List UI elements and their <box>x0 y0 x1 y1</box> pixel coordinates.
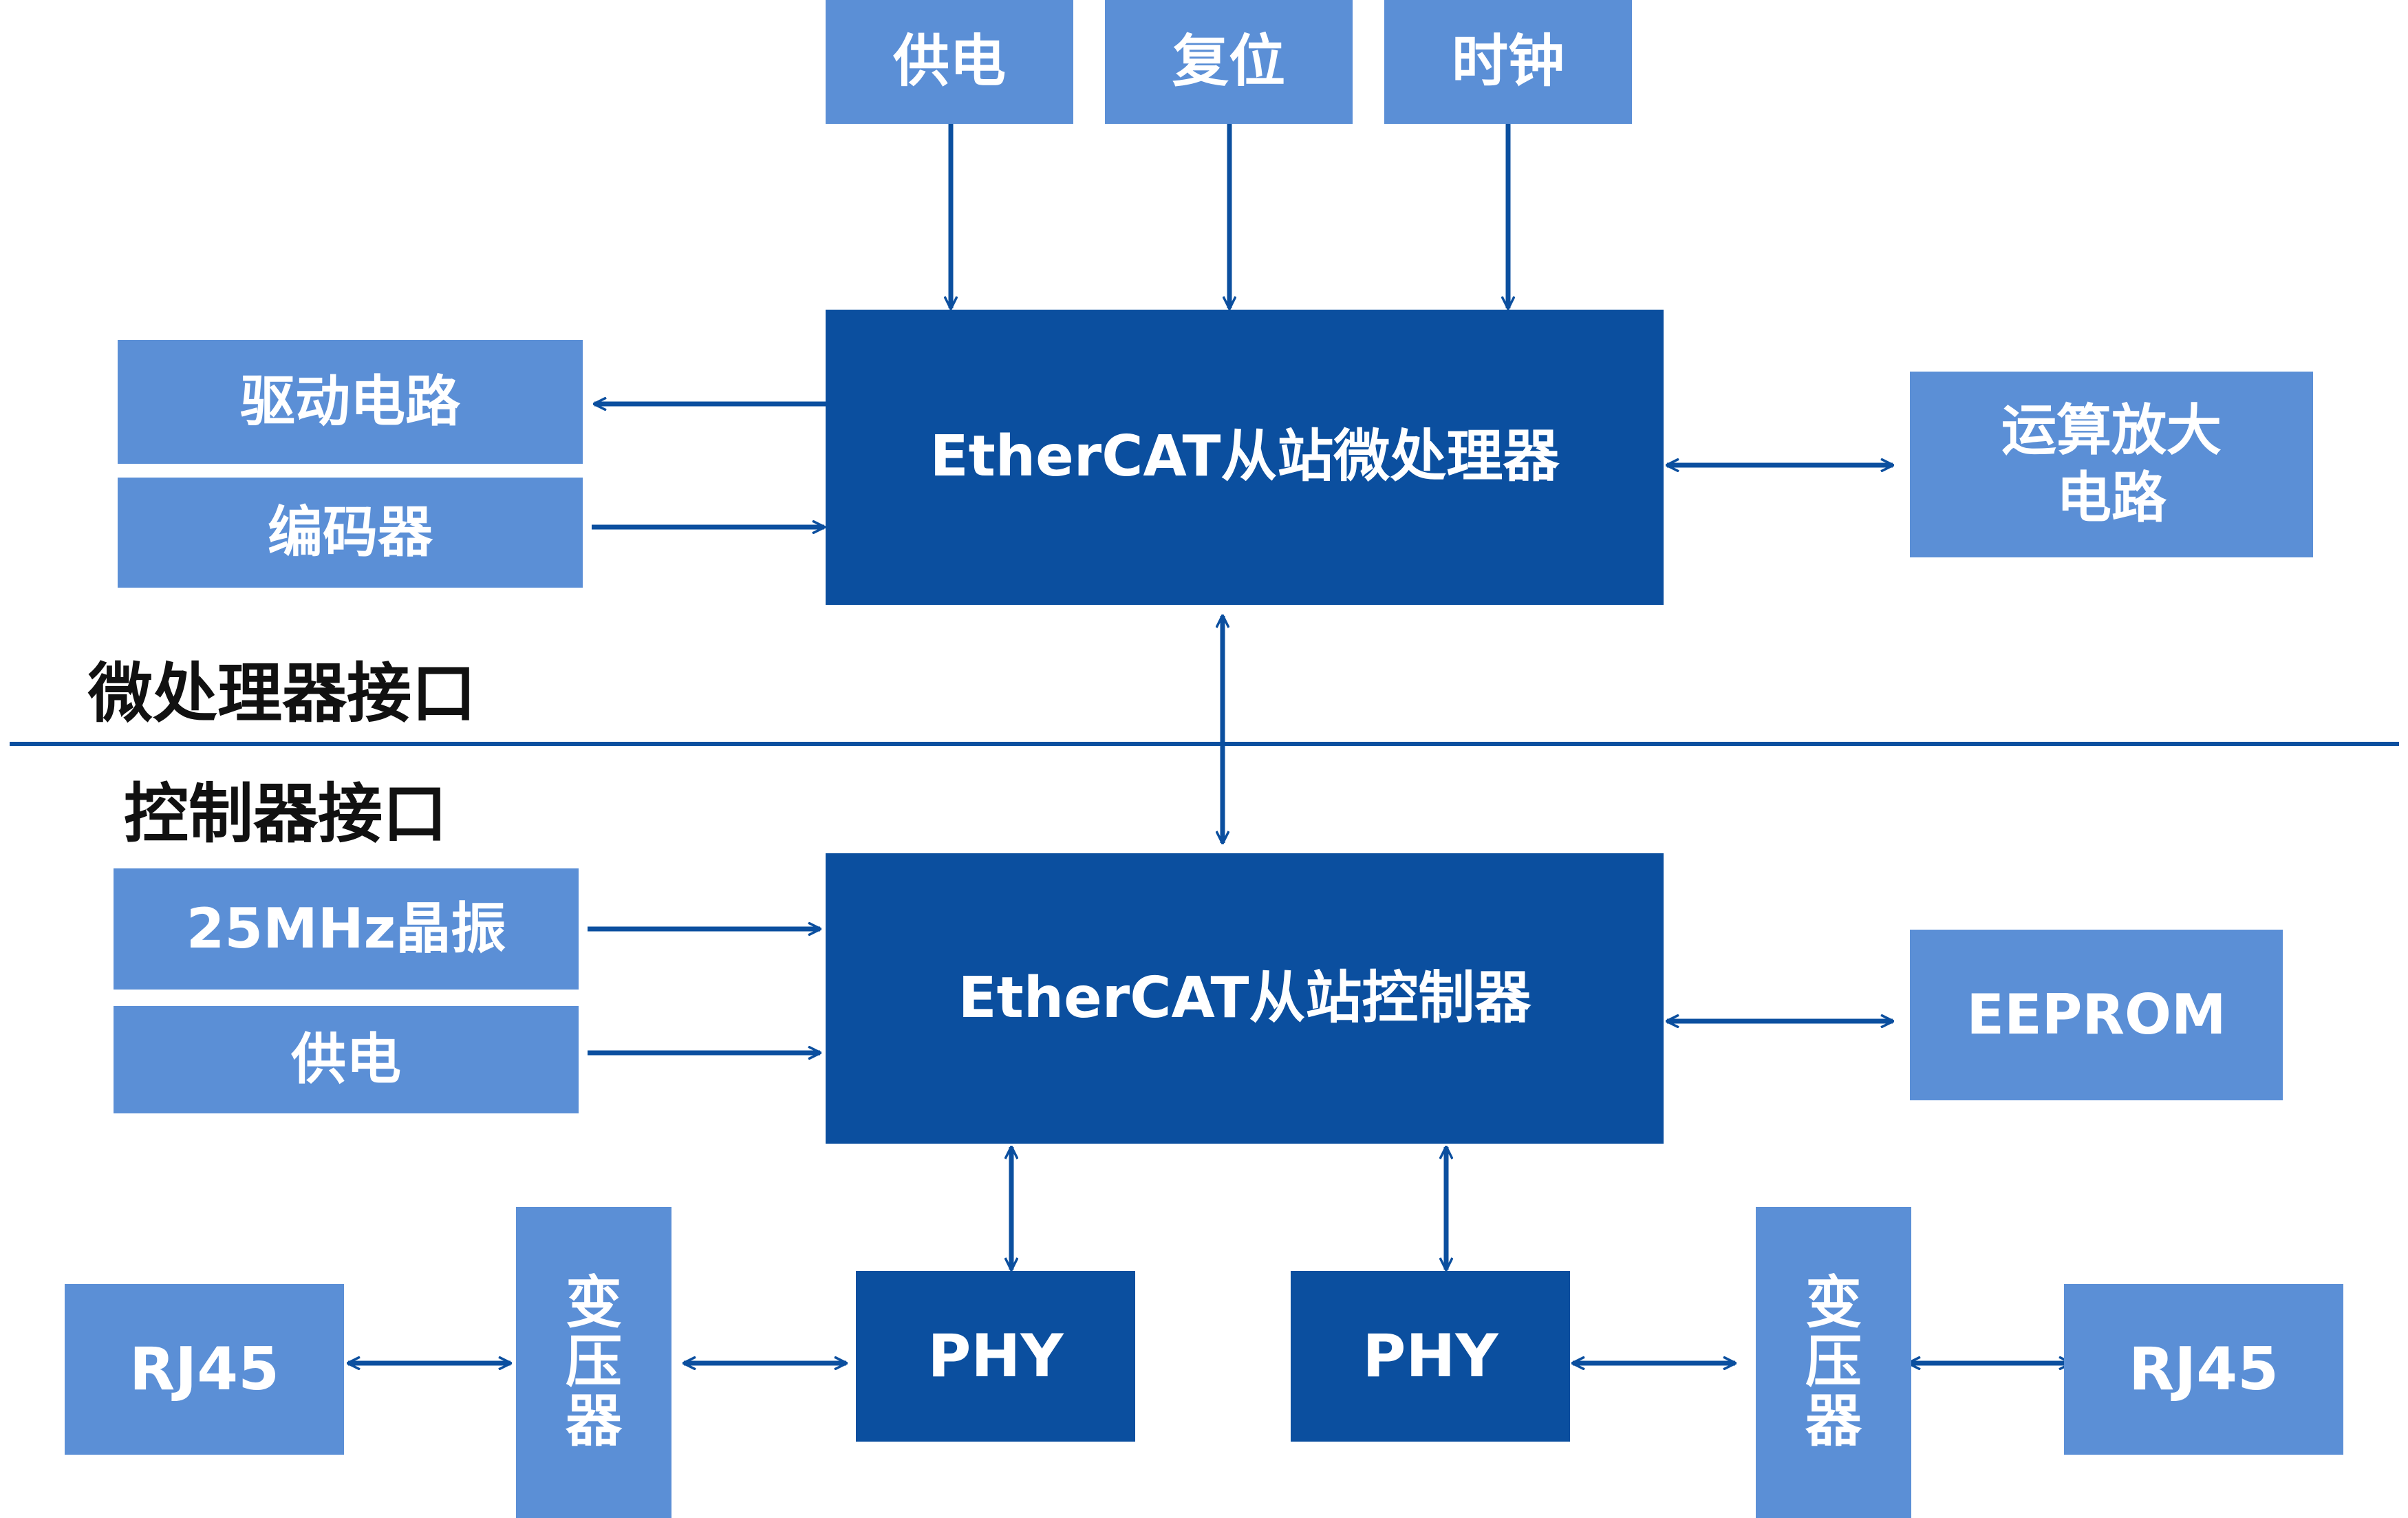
phy-right-label: PHY <box>1362 1321 1498 1391</box>
encoder-box: 编码器 <box>118 478 583 588</box>
eeprom-box: EEPROM <box>1910 930 2283 1100</box>
eeprom-label: EEPROM <box>1966 983 2226 1047</box>
esc-power-box: 供电 <box>114 1006 579 1113</box>
encoder-label: 编码器 <box>268 500 433 565</box>
crystal-label: 25MHz晶振 <box>186 897 506 961</box>
transformer-right-char-2: 压 <box>1805 1329 1862 1395</box>
phy-left-label: PHY <box>927 1321 1064 1391</box>
transformer-right-box: 变 压 器 <box>1756 1207 1911 1518</box>
clock-input-label: 时钟 <box>1451 28 1565 94</box>
transformer-right-char-1: 变 <box>1805 1270 1862 1336</box>
rj45-left-label: RJ45 <box>129 1334 279 1404</box>
transformer-left-char-1: 变 <box>565 1270 622 1336</box>
controller-interface-label: 控制器接口 <box>124 777 448 852</box>
drive-circuit-label: 驱动电路 <box>240 370 460 434</box>
rj45-right-box: RJ45 <box>2064 1284 2343 1455</box>
esc-power-label: 供电 <box>291 1027 401 1092</box>
mcu-title: EtherCAT从站微处理器 <box>929 424 1560 490</box>
transformer-left-char-3: 器 <box>565 1389 622 1455</box>
esc-title: EtherCAT从站控制器 <box>958 965 1531 1031</box>
power-input-label: 供电 <box>892 28 1006 94</box>
mcu-interface-label: 微处理器接口 <box>88 656 477 731</box>
reset-input-box: 复位 <box>1105 0 1353 124</box>
transformer-left-char-2: 压 <box>565 1329 622 1395</box>
power-input-box: 供电 <box>826 0 1073 124</box>
transformer-left-box: 变 压 器 <box>516 1207 671 1518</box>
opamp-circuit-label: 运算放大 电路 <box>2001 398 2222 530</box>
drive-circuit-box: 驱动电路 <box>118 340 583 464</box>
transformer-right-char-3: 器 <box>1805 1389 1862 1455</box>
opamp-circuit-box: 运算放大 电路 <box>1910 372 2313 557</box>
crystal-box: 25MHz晶振 <box>114 868 579 990</box>
rj45-right-label: RJ45 <box>2129 1334 2279 1404</box>
phy-right-box: PHY <box>1291 1271 1570 1442</box>
clock-input-box: 时钟 <box>1384 0 1632 124</box>
esc-box: EtherCAT从站控制器 <box>826 853 1664 1144</box>
phy-left-box: PHY <box>856 1271 1135 1442</box>
reset-input-label: 复位 <box>1172 28 1285 94</box>
rj45-left-box: RJ45 <box>65 1284 344 1455</box>
mcu-box: EtherCAT从站微处理器 <box>826 310 1664 605</box>
